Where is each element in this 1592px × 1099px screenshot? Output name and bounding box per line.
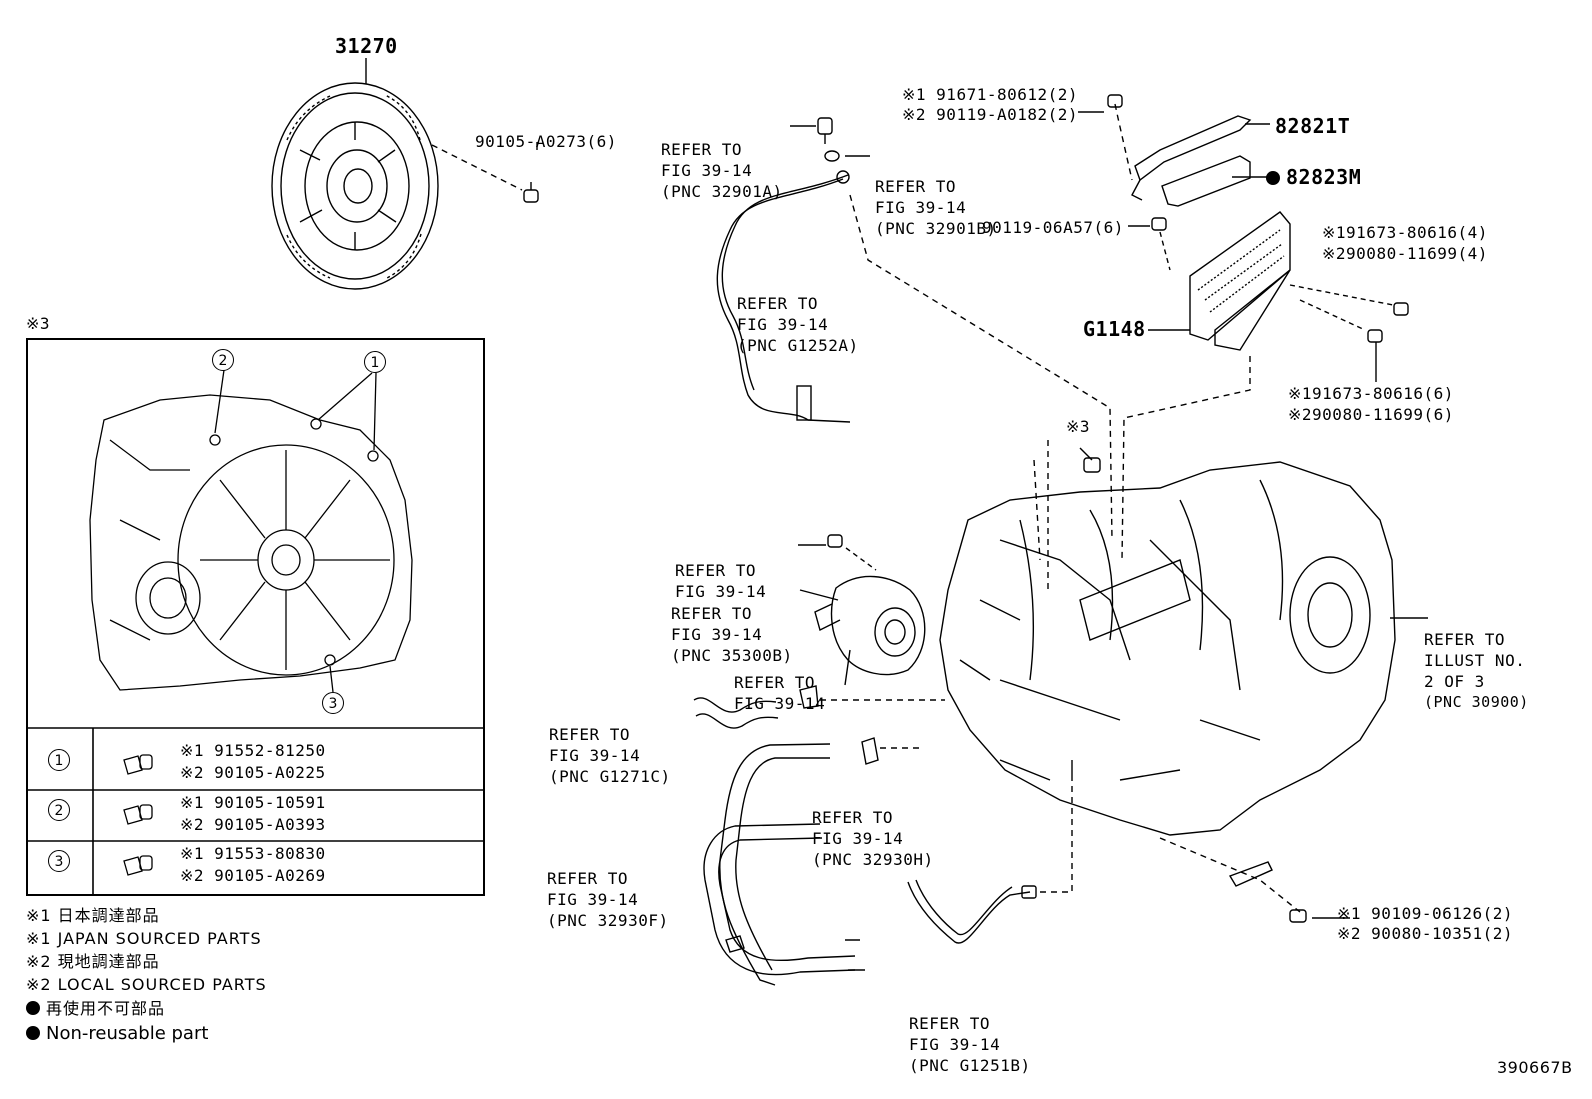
- table-row-2-p2: ※2 90105-A0393: [180, 815, 326, 834]
- part-ecu-bolt-label: 90119-06A57(6): [982, 218, 1124, 237]
- table-row-3-p2: ※2 90105-A0269: [180, 866, 326, 885]
- table-row-1-p2: ※2 90105-A0225: [180, 763, 326, 782]
- legend-local-jp: ※2 現地調達部品: [26, 952, 160, 971]
- clutch-disc-drawing: [271, 82, 439, 290]
- transaxle-drawing: [939, 461, 1396, 836]
- note3-bolt-mark: ※3: [1066, 417, 1091, 436]
- part-ecu-screw-a1: ※191673-80616(4): [1322, 223, 1488, 242]
- part-case-bolt-1: ※1 90109-06126(2): [1337, 904, 1514, 923]
- table-row-3-num: 3: [48, 850, 70, 872]
- part-case-bolt-2: ※2 90080-10351(2): [1337, 924, 1514, 943]
- part-g1148-label: G1148: [1083, 317, 1146, 341]
- part-82823m-label: 82823M: [1266, 167, 1361, 188]
- part-31270-label: 31270: [335, 34, 398, 58]
- table-row-1-num: 1: [48, 749, 70, 771]
- table-row-3-p1: ※1 91553-80830: [180, 844, 326, 863]
- part-disc-bolt-label: 90105-A0273(6): [475, 132, 617, 151]
- part-ecu-screw-b1: ※191673-80616(6): [1288, 384, 1454, 403]
- legend-japan-en: ※1 JAPAN SOURCED PARTS: [26, 929, 262, 948]
- legend-nonreusable-en: Non-reusable part: [26, 1022, 208, 1045]
- part-ecu-screw-b2: ※290080-11699(6): [1288, 405, 1454, 424]
- part-bracket-bolt-1: ※1 91671-80612(2): [902, 85, 1079, 104]
- part-82821t-label: 82821T: [1275, 114, 1351, 138]
- inset-callout-1: 1: [364, 351, 386, 373]
- legend-japan-jp: ※1 日本調達部品: [26, 906, 160, 925]
- legend-local-en: ※2 LOCAL SOURCED PARTS: [26, 975, 267, 994]
- bullet-dot-icon: [26, 1026, 40, 1040]
- note3-mark: ※3: [26, 314, 51, 333]
- bullet-dot-icon: [26, 1001, 40, 1015]
- drawing-id: 390667B: [1497, 1058, 1573, 1077]
- table-row-2-num: 2: [48, 799, 70, 821]
- inset-callout-3: 3: [322, 692, 344, 714]
- part-ecu-screw-a2: ※290080-11699(4): [1322, 244, 1488, 263]
- nonreusable-dot-icon: [1266, 171, 1280, 185]
- inset-callout-2: 2: [212, 349, 234, 371]
- table-row-1-p1: ※1 91552-81250: [180, 741, 326, 760]
- table-bolt-icons: [123, 754, 153, 876]
- inset-frame: [26, 338, 485, 896]
- part-bracket-bolt-2: ※2 90119-A0182(2): [902, 105, 1079, 124]
- inset-case-drawing: [26, 369, 485, 896]
- legend-nonreusable-jp: 再使用不可部品: [26, 997, 165, 1020]
- table-row-2-p1: ※1 90105-10591: [180, 793, 326, 812]
